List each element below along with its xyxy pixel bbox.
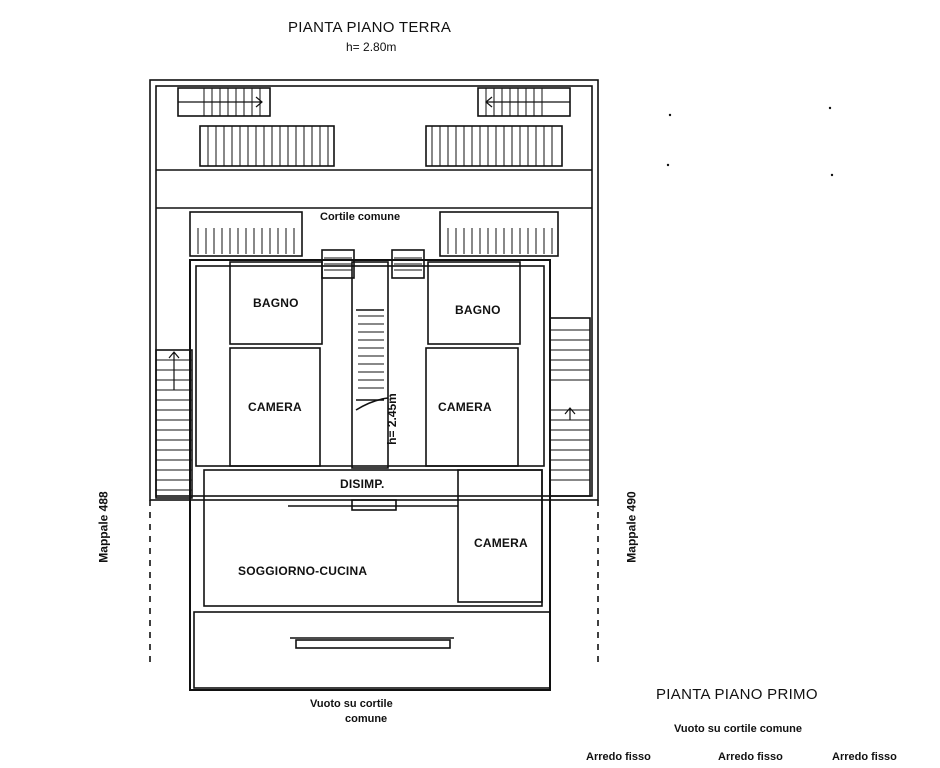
- void-line-1: Vuoto su cortile: [310, 698, 393, 710]
- room-bath-left: BAGNO: [253, 296, 299, 310]
- stair-hatch-top-right: [431, 88, 553, 166]
- legend-fixed-furniture-3: Arredo fisso: [832, 751, 897, 763]
- stair-hatch-top-left: [203, 88, 329, 166]
- room-bedroom-bottom-right: CAMERA: [474, 536, 528, 550]
- room-living-kitchen: SOGGIORNO-CUCINA: [238, 564, 368, 578]
- void-line-2: comune: [345, 713, 388, 725]
- room-hallway: DISIMP.: [340, 477, 385, 491]
- room-bedroom-right: CAMERA: [438, 400, 492, 414]
- stair-hatch-core: [324, 257, 422, 389]
- legend-fixed-furniture-1: Arredo fisso: [586, 751, 651, 763]
- stair-hatch-middle: [197, 228, 553, 254]
- room-bath-right: BAGNO: [455, 303, 501, 317]
- ground-floor-title: PIANTA PIANO TERRA: [288, 19, 452, 36]
- ground-floor-height: h= 2.80m: [346, 40, 397, 54]
- first-floor-subtitle: Vuoto su cortile comune: [674, 723, 802, 735]
- parcel-left-label: Mappale 488: [96, 491, 111, 563]
- legend-fixed-furniture-2: Arredo fisso: [718, 751, 783, 763]
- stair-height-label: h= 2.45m: [384, 393, 399, 445]
- parcel-right-label: Mappale 490: [624, 491, 639, 563]
- courtyard-label: Cortile comune: [320, 211, 401, 223]
- room-bedroom-left: CAMERA: [248, 400, 302, 414]
- outer-boundary: [149, 79, 599, 501]
- first-floor-title: PIANTA PIANO PRIMO: [656, 686, 818, 703]
- apartment-outline: [189, 259, 551, 691]
